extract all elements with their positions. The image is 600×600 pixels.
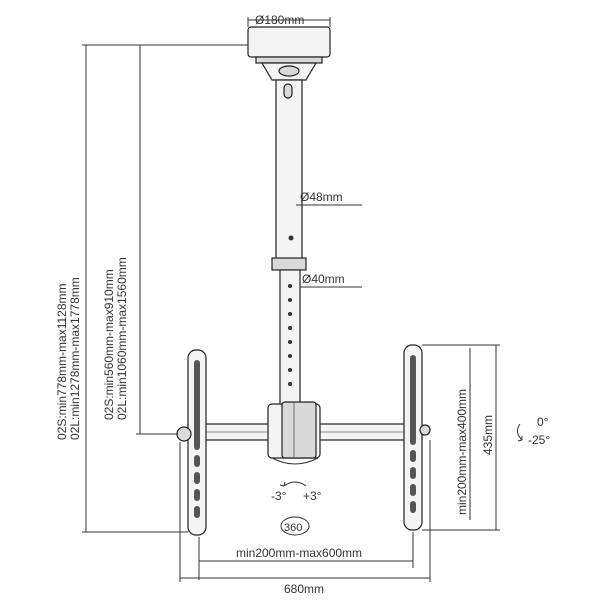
rotation-label: 360 [284,522,302,534]
pole-length-02l-label: 02L:min1060mm-max1560mm [115,257,129,420]
right-vesa-bracket [403,344,431,531]
swivel-left-label: -3° [271,489,287,503]
lower-pole-diameter-label: Ø40mm [302,272,345,286]
swivel-indicator: -3° +3° 360 [271,481,322,536]
vesa-vertical-label: min200mm-max400mm [455,389,469,515]
total-height-02l-label: 02L:min1278mm-max1778mm [68,277,82,440]
ceiling-plate [247,26,331,81]
left-vesa-bracket [176,349,207,536]
swivel-right-label: +3° [303,489,322,503]
total-width-label: 680mm [284,582,324,596]
bracket-height-label: 435mm [481,415,495,455]
lower-pole [271,257,307,411]
tilt-head [267,401,321,465]
tilt-top-label: 0° [537,415,549,429]
tilt-indicator: 0° -25° [516,415,550,447]
tilt-bottom-label: -25° [528,433,550,447]
plate-diameter-label: Ø180mm [255,13,304,27]
upper-pole-diameter-label: Ø48mm [300,190,343,204]
upper-pole [275,79,303,265]
vesa-horizontal-label: min200mm-max600mm [236,546,362,560]
pole-length-02s-label: 02S:min560mm-max910mm [102,269,116,420]
total-height-02s-label: 02S:min778mm-max1128mm [55,283,69,440]
